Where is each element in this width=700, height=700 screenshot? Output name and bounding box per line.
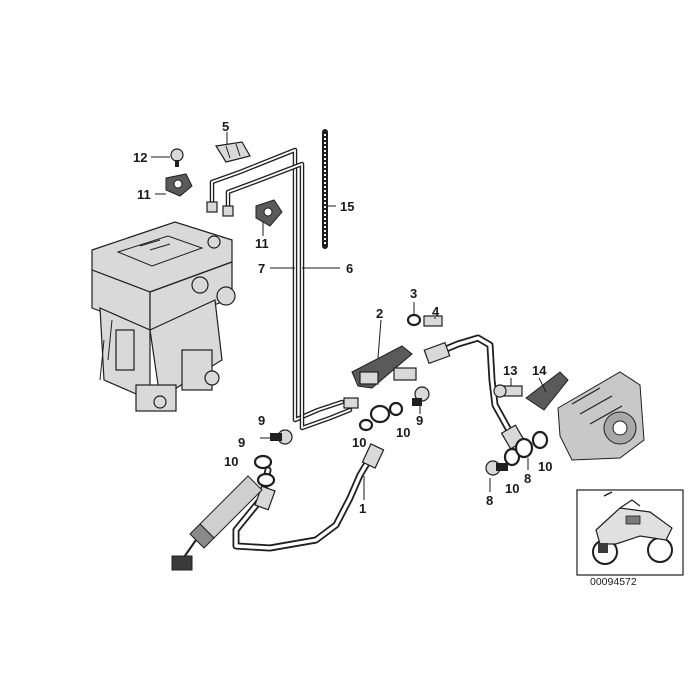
washer-3	[406, 313, 422, 327]
callout-11-center: 11	[255, 236, 269, 251]
callout-4: 4	[432, 304, 440, 319]
bolt-9-right	[485, 460, 508, 476]
callout-5: 5	[222, 119, 229, 134]
callout-10-c: 10	[352, 435, 366, 450]
callout-6: 6	[346, 261, 353, 276]
bracket-2	[351, 345, 417, 389]
callout-2: 2	[376, 306, 383, 321]
callout-3: 3	[410, 286, 417, 301]
callout-9-left: 9	[258, 413, 265, 428]
callout-9-right: 8	[486, 493, 493, 508]
callout-12: 12	[133, 150, 147, 165]
clamp-11-center	[255, 199, 283, 227]
callout-9-center: 9	[416, 413, 423, 428]
callout-11-left: 11	[137, 187, 151, 202]
bolt-9-left	[270, 429, 293, 445]
bolt-13	[493, 384, 523, 398]
callout-10-d: 10	[396, 425, 410, 440]
bracket-14	[525, 371, 569, 411]
callout-10-f: 10	[538, 459, 552, 474]
callout-8: 8	[524, 471, 531, 486]
leader-lines	[151, 132, 547, 500]
callout-10-e: 10	[505, 481, 519, 496]
callout-15: 15	[340, 199, 354, 214]
brake-pipe-7	[209, 147, 345, 423]
rubber-mount-11-left	[165, 173, 193, 197]
reference-number: 00094572	[590, 576, 637, 588]
brake-pipe-6	[225, 161, 353, 431]
callout-13: 13	[503, 363, 517, 378]
bolt-9-center	[412, 386, 430, 406]
callout-7: 7	[258, 261, 265, 276]
callout-14: 14	[532, 363, 547, 378]
brake-caliper	[557, 371, 645, 461]
brake-hose-8	[423, 334, 526, 450]
callout-10-a: 9	[238, 435, 245, 450]
motorcycle-inset	[576, 489, 684, 576]
callout-1: 1	[359, 501, 366, 516]
clip-5	[215, 141, 251, 163]
bolt-4	[423, 315, 443, 327]
callout-10-b: 10	[224, 454, 238, 469]
sensor-cylinder	[171, 475, 263, 571]
brake-hose-1	[232, 443, 385, 552]
screw-12	[170, 148, 184, 167]
abs-modulator-unit	[91, 221, 236, 412]
